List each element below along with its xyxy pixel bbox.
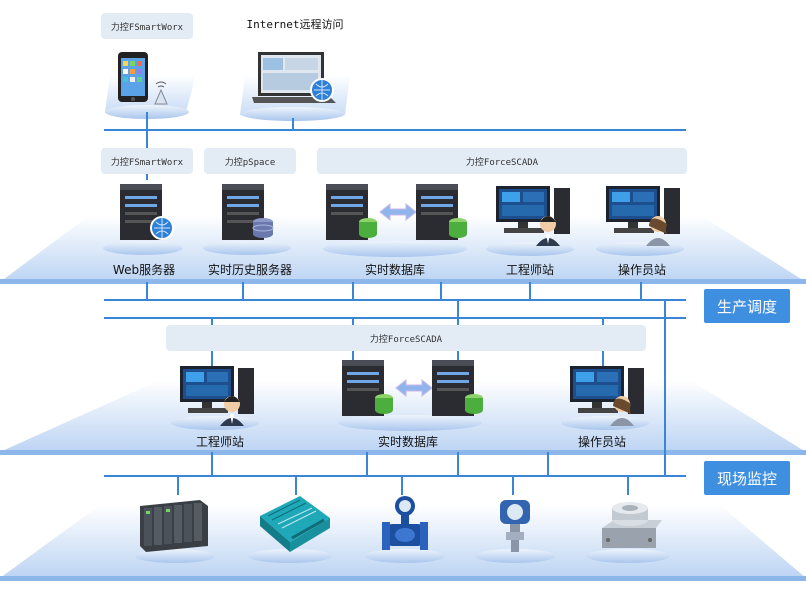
site-engineer-station-label: 工程师站 [195,435,244,449]
site-scada-tag: 力控ForceSCADA [166,325,646,351]
pressure-transmitter-icon [500,500,530,552]
production-dispatch-badge: 生产调度 [704,289,790,323]
site-realtime-db-label: 实时数据库 [377,435,438,449]
site-monitoring-text: 现场监控 [716,469,777,488]
web-server-label: Web服务器 [112,263,176,277]
engineer-station-icon [496,186,570,246]
flowmeter-icon [382,496,428,550]
site-scada-tag-text: 力控ForceSCADA [369,334,443,345]
production-dispatch-text: 生产调度 [716,297,777,316]
scada-software-tag-text: 力控ForceSCADA [465,157,539,168]
site-engineer-station-icon [180,366,254,426]
smartphone-icon [118,52,168,105]
operator-station-label: 操作员站 [617,263,666,277]
site-operator-station-icon [570,366,644,426]
realtime-db-label: 实时数据库 [364,263,425,277]
web-server-icon [120,184,174,240]
pspace-software-tag: 力控pSpace [204,148,296,174]
laptop-icon [252,52,336,103]
internet-remote-label: Internet远程访问 [246,18,344,31]
plc-rack-icon [140,500,208,552]
mobile-software-tag-text: 力控FSmartWorx [110,22,184,33]
engineer-station-label: 工程师站 [505,263,554,277]
history-server-icon [222,184,274,240]
scada-software-tag: 力控ForceSCADA [317,148,687,174]
site-monitoring-badge: 现场监控 [704,461,790,495]
web-software-tag: 力控FSmartWorx [101,148,193,174]
operator-station-icon [606,186,680,246]
pspace-software-tag-text: 力控pSpace [224,157,276,168]
mobile-software-tag: 力控FSmartWorx [101,13,193,39]
io-module-icon [260,496,330,552]
load-cell-sensor-icon [602,502,662,548]
site-realtime-db-icon [342,360,483,416]
realtime-db-icon [326,184,467,240]
history-server-label: 实时历史服务器 [207,263,292,277]
web-software-tag-text: 力控FSmartWorx [110,157,184,168]
site-operator-station-label: 操作员站 [577,435,626,449]
